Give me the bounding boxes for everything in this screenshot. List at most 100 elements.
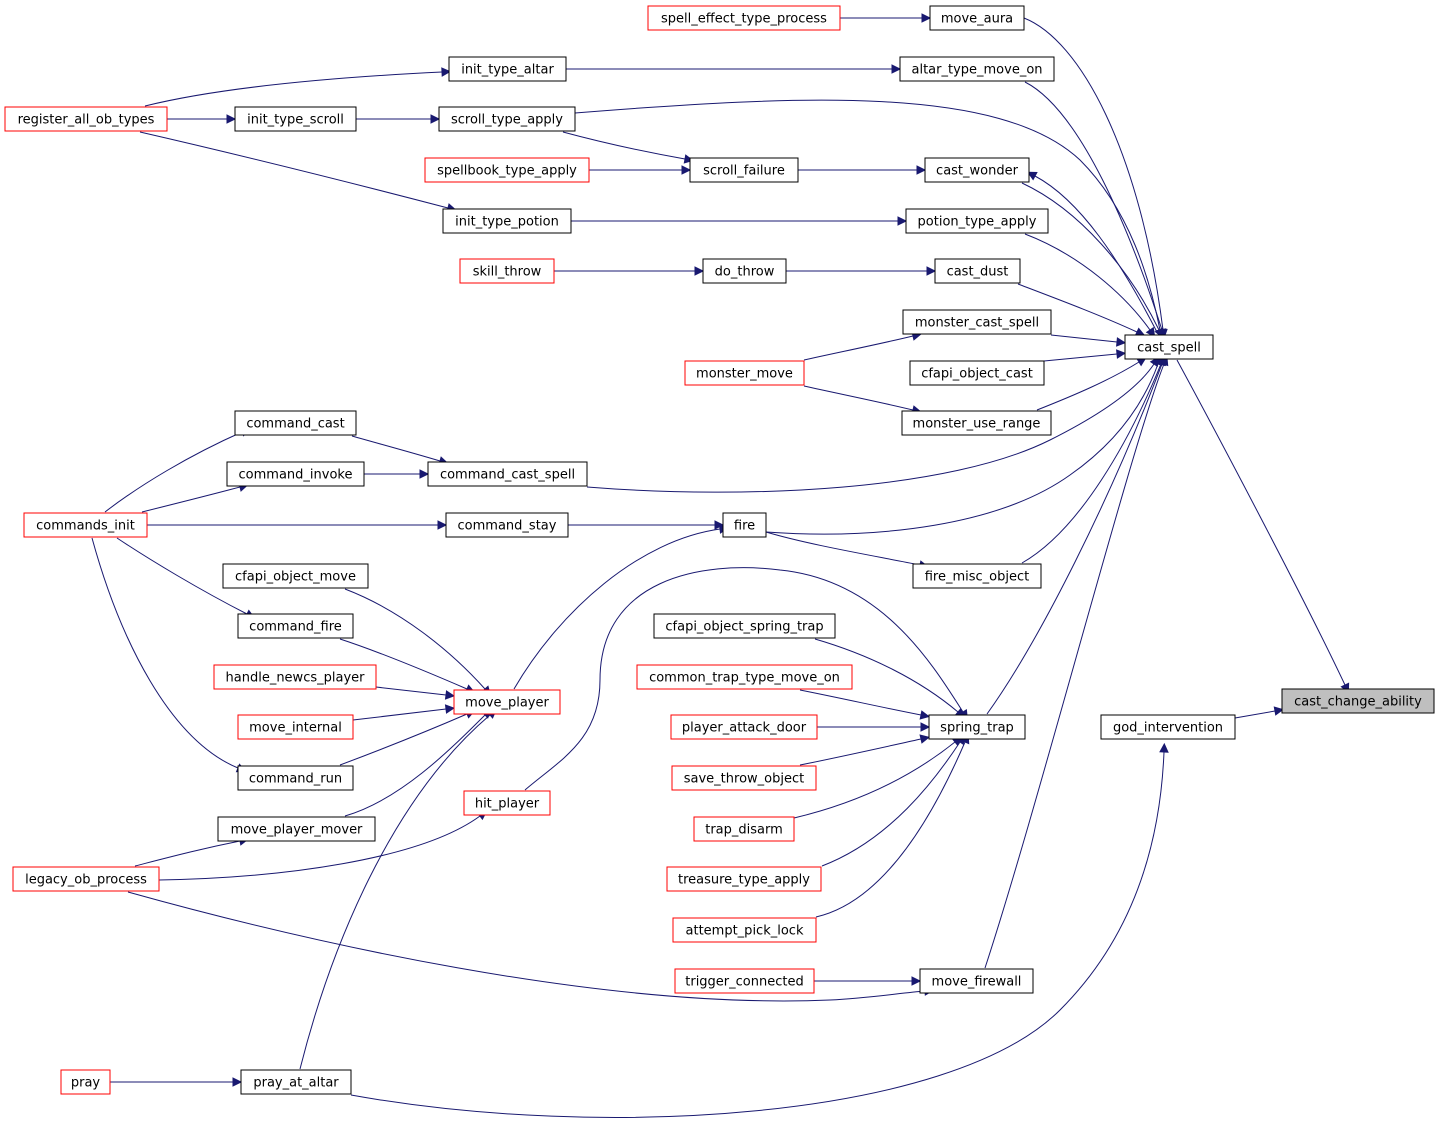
node-box[interactable]	[924, 157, 1030, 183]
node-move-aura[interactable]: move_aura	[929, 5, 1025, 31]
node-command-stay[interactable]: command_stay	[445, 512, 569, 538]
node-box[interactable]	[240, 1069, 352, 1095]
node-box[interactable]	[234, 106, 357, 132]
node-box[interactable]	[653, 613, 836, 639]
node-init-type-scroll[interactable]: init_type_scroll	[234, 106, 357, 132]
node-box[interactable]	[438, 106, 576, 132]
node-attempt-pick-lock[interactable]: attempt_pick_lock	[672, 917, 817, 943]
node-box[interactable]	[928, 714, 1026, 740]
node-box[interactable]	[666, 866, 822, 892]
node-commands-init[interactable]: commands_init	[23, 512, 148, 538]
node-skill-throw[interactable]: skill_throw	[459, 258, 555, 284]
node-box[interactable]	[222, 563, 369, 589]
node-box[interactable]	[899, 56, 1055, 82]
node-box[interactable]	[234, 410, 357, 436]
node-box[interactable]	[1100, 714, 1236, 740]
node-box[interactable]	[12, 866, 160, 892]
node-pray-at-altar[interactable]: pray_at_altar	[240, 1069, 352, 1095]
node-box[interactable]	[902, 309, 1052, 335]
node-box[interactable]	[901, 410, 1052, 436]
node-box[interactable]	[4, 106, 168, 132]
node-box[interactable]	[693, 816, 795, 842]
node-altar-type-move-on[interactable]: altar_type_move_on	[899, 56, 1055, 82]
node-cast-change-ability[interactable]: cast_change_ability	[1281, 688, 1435, 714]
node-spring-trap[interactable]: spring_trap	[928, 714, 1026, 740]
node-box[interactable]	[1124, 334, 1214, 360]
node-box[interactable]	[684, 360, 805, 386]
node-box[interactable]	[453, 689, 561, 715]
node-move-internal[interactable]: move_internal	[237, 714, 354, 740]
node-box[interactable]	[1281, 688, 1435, 714]
node-init-type-potion[interactable]: init_type_potion	[442, 208, 572, 234]
node-god-intervention[interactable]: god_intervention	[1100, 714, 1236, 740]
node-box[interactable]	[929, 5, 1025, 31]
node-box[interactable]	[237, 765, 354, 791]
node-box[interactable]	[427, 461, 588, 487]
node-box[interactable]	[702, 258, 787, 284]
node-do-throw[interactable]: do_throw	[702, 258, 787, 284]
node-box[interactable]	[919, 968, 1034, 994]
node-box[interactable]	[237, 714, 354, 740]
node-save-throw-object[interactable]: save_throw_object	[671, 765, 817, 791]
node-box[interactable]	[424, 157, 590, 183]
node-command-cast[interactable]: command_cast	[234, 410, 357, 436]
node-cast-wonder[interactable]: cast_wonder	[924, 157, 1030, 183]
node-box[interactable]	[448, 56, 567, 82]
node-scroll-type-apply[interactable]: scroll_type_apply	[438, 106, 576, 132]
node-box[interactable]	[672, 917, 817, 943]
node-box[interactable]	[445, 512, 569, 538]
node-box[interactable]	[217, 816, 376, 842]
node-scroll-failure[interactable]: scroll_failure	[689, 157, 799, 183]
node-box[interactable]	[689, 157, 799, 183]
node-box[interactable]	[670, 714, 818, 740]
node-cfapi-object-move[interactable]: cfapi_object_move	[222, 563, 369, 589]
node-box[interactable]	[912, 563, 1042, 589]
node-player-attack-door[interactable]: player_attack_door	[670, 714, 818, 740]
node-cfapi-object-cast[interactable]: cfapi_object_cast	[909, 360, 1045, 386]
node-box[interactable]	[905, 208, 1049, 234]
node-box[interactable]	[636, 664, 853, 690]
node-potion-type-apply[interactable]: potion_type_apply	[905, 208, 1049, 234]
node-box[interactable]	[674, 968, 815, 994]
node-pray[interactable]: pray	[60, 1069, 111, 1095]
node-box[interactable]	[671, 765, 817, 791]
node-box[interactable]	[60, 1069, 111, 1095]
node-move-player[interactable]: move_player	[453, 689, 561, 715]
node-init-type-altar[interactable]: init_type_altar	[448, 56, 567, 82]
node-cast-dust[interactable]: cast_dust	[934, 258, 1021, 284]
node-spellbook-type-apply[interactable]: spellbook_type_apply	[424, 157, 590, 183]
node-handle-newcs-player[interactable]: handle_newcs_player	[213, 664, 377, 690]
node-monster-cast-spell[interactable]: monster_cast_spell	[902, 309, 1052, 335]
node-legacy-ob-process[interactable]: legacy_ob_process	[12, 866, 160, 892]
node-cast-spell[interactable]: cast_spell	[1124, 334, 1214, 360]
node-box[interactable]	[213, 664, 377, 690]
node-box[interactable]	[647, 5, 841, 31]
node-box[interactable]	[909, 360, 1045, 386]
node-box[interactable]	[459, 258, 555, 284]
node-command-cast-spell[interactable]: command_cast_spell	[427, 461, 588, 487]
node-common-trap-type-move-on[interactable]: common_trap_type_move_on	[636, 664, 853, 690]
node-command-invoke[interactable]: command_invoke	[226, 461, 365, 487]
node-fire-misc-object[interactable]: fire_misc_object	[912, 563, 1042, 589]
node-command-fire[interactable]: command_fire	[237, 613, 354, 639]
node-box[interactable]	[442, 208, 572, 234]
node-fire[interactable]: fire	[722, 512, 767, 538]
node-move-firewall[interactable]: move_firewall	[919, 968, 1034, 994]
node-hit-player[interactable]: hit_player	[463, 790, 551, 816]
node-monster-use-range[interactable]: monster_use_range	[901, 410, 1052, 436]
node-box[interactable]	[23, 512, 148, 538]
node-treasure-type-apply[interactable]: treasure_type_apply	[666, 866, 822, 892]
node-trigger-connected[interactable]: trigger_connected	[674, 968, 815, 994]
node-command-run[interactable]: command_run	[237, 765, 354, 791]
node-register-all-ob-types[interactable]: register_all_ob_types	[4, 106, 168, 132]
node-monster-move[interactable]: monster_move	[684, 360, 805, 386]
node-box[interactable]	[463, 790, 551, 816]
node-trap-disarm[interactable]: trap_disarm	[693, 816, 795, 842]
node-spell-effect-type-process[interactable]: spell_effect_type_process	[647, 5, 841, 31]
node-move-player-mover[interactable]: move_player_mover	[217, 816, 376, 842]
node-box[interactable]	[237, 613, 354, 639]
node-cfapi-object-spring-trap[interactable]: cfapi_object_spring_trap	[653, 613, 836, 639]
node-box[interactable]	[722, 512, 767, 538]
node-box[interactable]	[226, 461, 365, 487]
node-box[interactable]	[934, 258, 1021, 284]
